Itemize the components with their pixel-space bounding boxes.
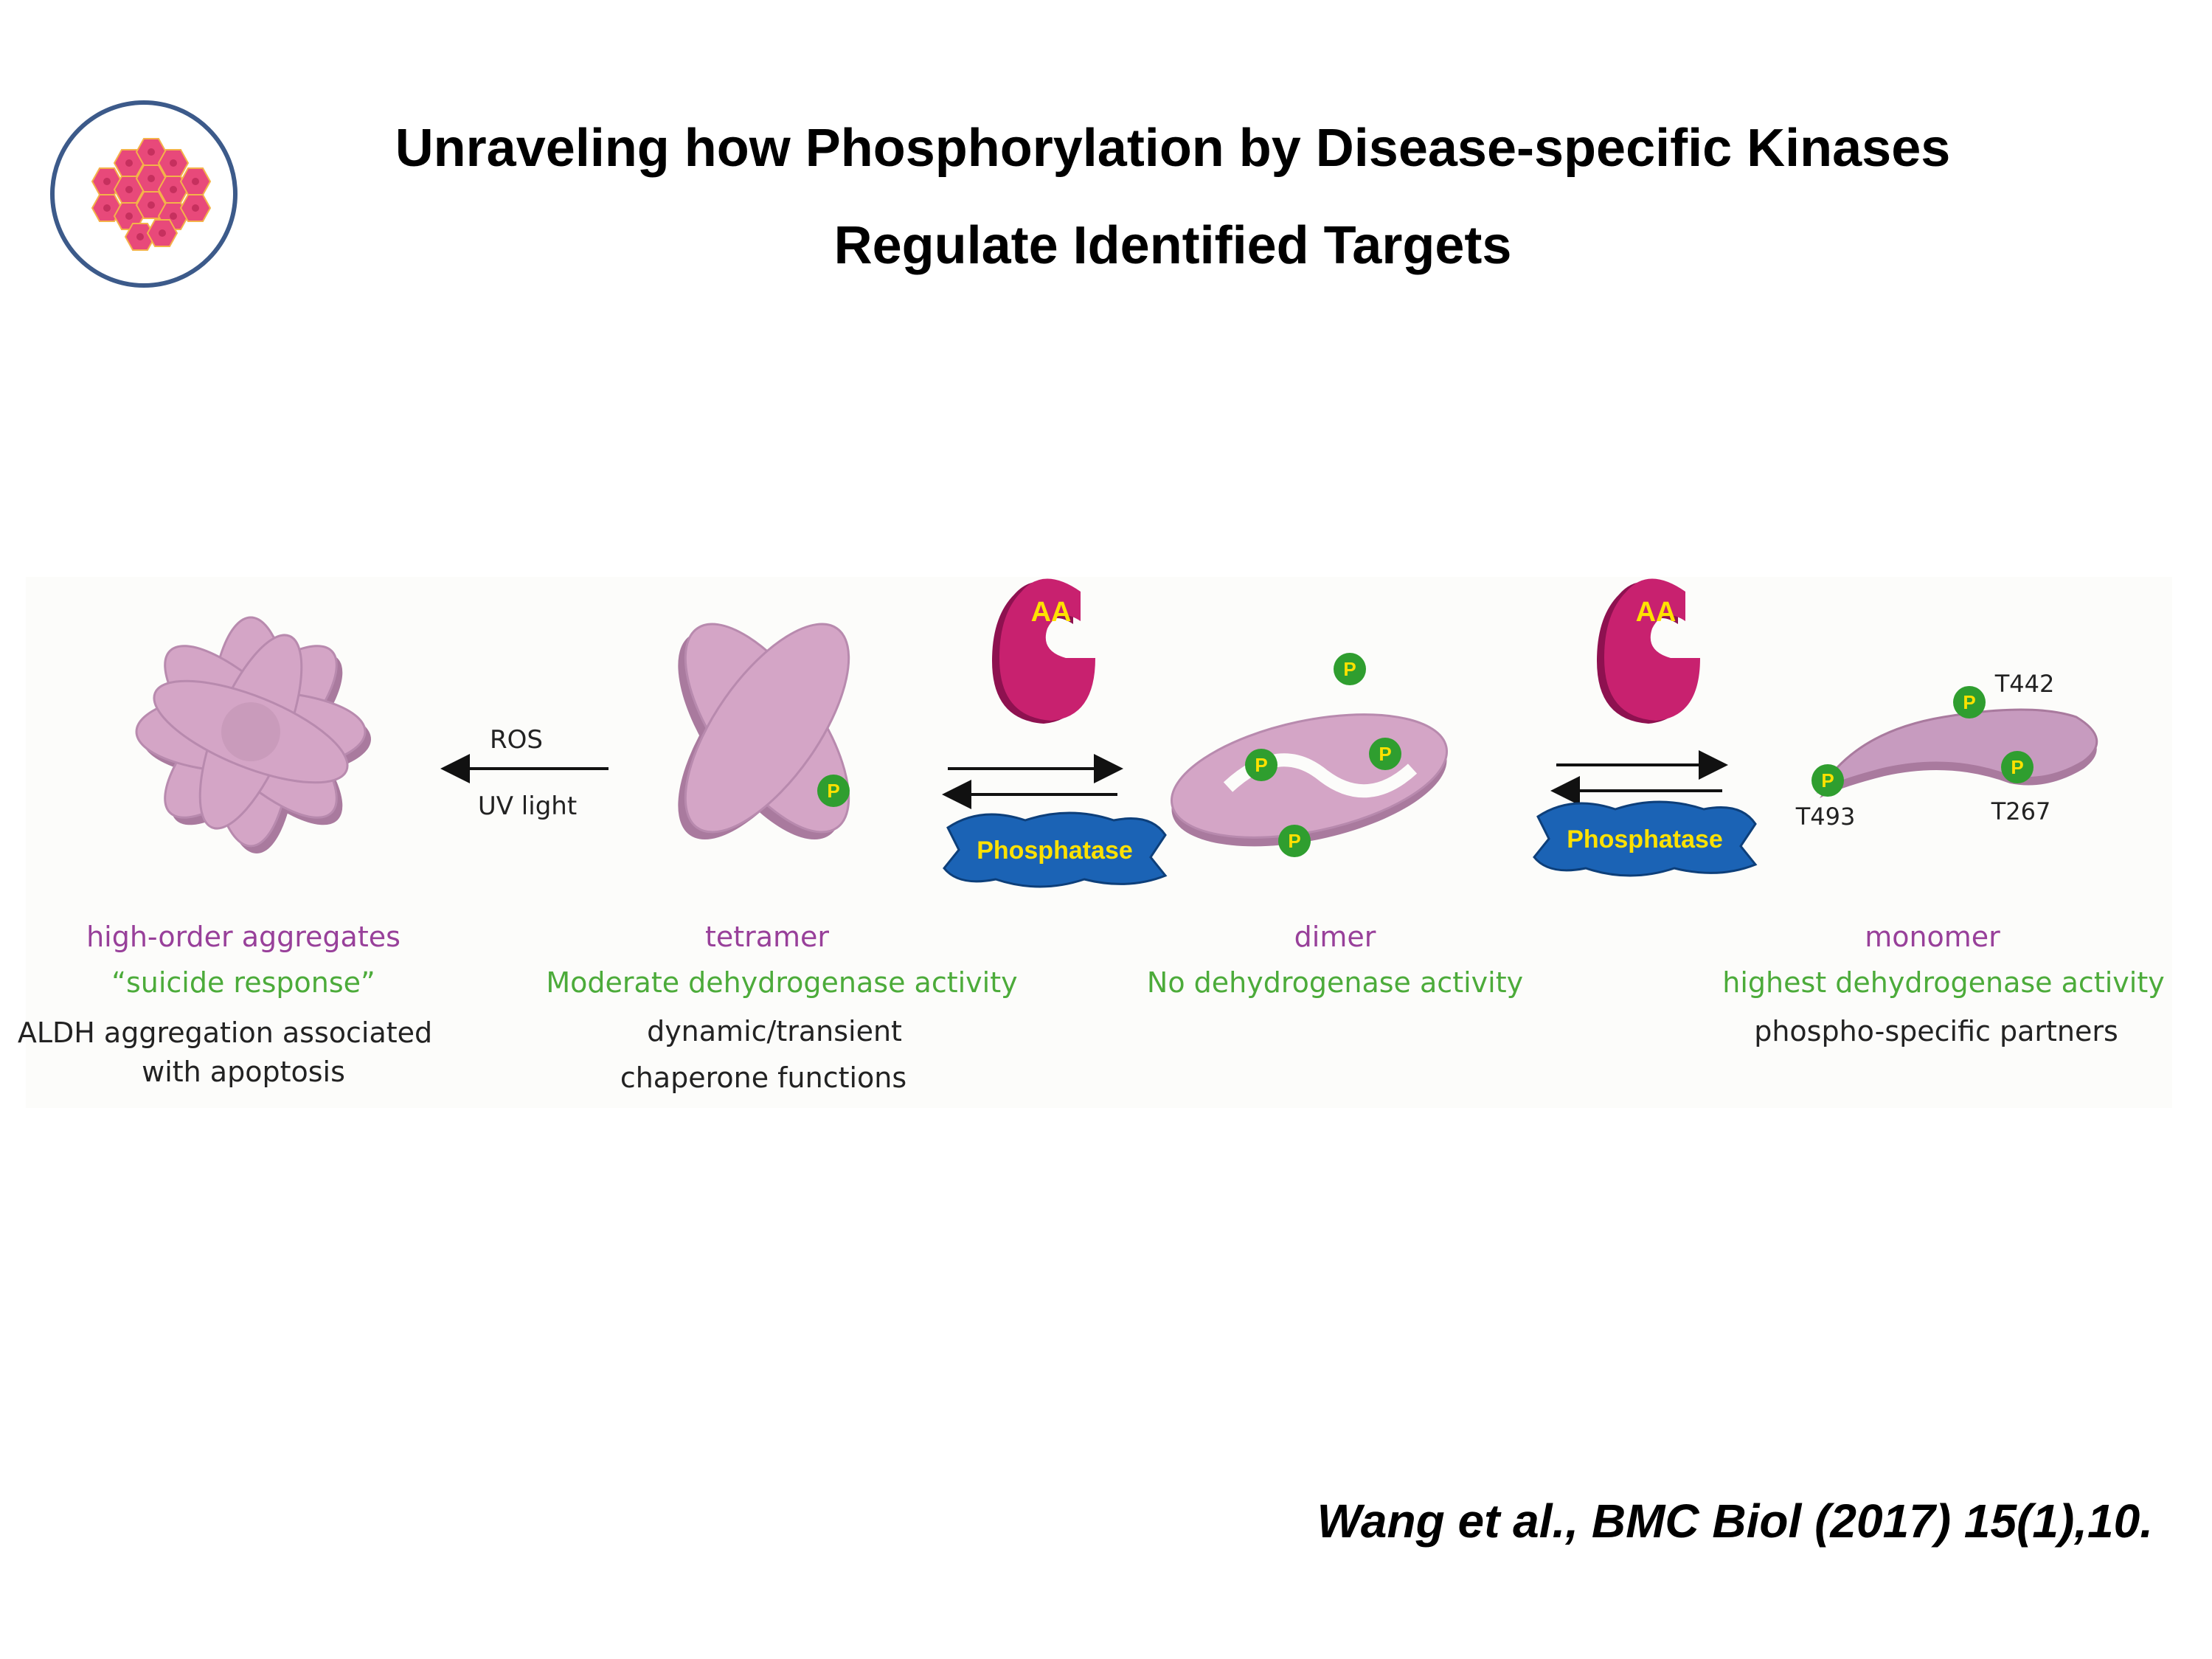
tetramer-desc-2: chaperone functions [620, 1061, 907, 1094]
svg-text:P: P [1343, 658, 1356, 680]
uv-light-label: UV light [477, 792, 578, 821]
phospho-badge-tetramer: P [817, 775, 850, 807]
svg-text:P: P [1288, 830, 1300, 852]
tetramer-activity: Moderate dehydrogenase activity [546, 966, 1018, 999]
phosphatase-1: Phosphatase [943, 811, 1168, 888]
cell-cluster-icon [50, 100, 238, 288]
phospho-badge-t442: P [1953, 686, 1986, 718]
page-title-line-2: Regulate Identified Targets [833, 216, 1512, 275]
aggregates-note: “suicide response” [111, 966, 375, 999]
high-order-aggregate-shape [135, 616, 371, 853]
svg-text:P: P [1963, 691, 1975, 713]
aldh-oligomer-diagram: P AA Phosphatase P P [18, 577, 2172, 1108]
site-t267-label: T267 [1991, 797, 2051, 825]
phospho-badge-dimer-left: P [1245, 749, 1277, 781]
dimer-name: dimer [1294, 921, 1376, 953]
aggregates-name: high-order aggregates [86, 921, 401, 953]
svg-text:AA: AA [1636, 597, 1677, 628]
phospho-badge-dimer-top: P [1334, 653, 1366, 685]
svg-text:P: P [1379, 743, 1391, 765]
phosphatase-2: Phosphatase [1533, 800, 1758, 877]
tetramer-desc-1: dynamic/transient [647, 1015, 902, 1047]
kinase-aa-2: AA [1597, 578, 1700, 724]
monomer-activity: highest dehydrogenase activity [1722, 966, 2165, 999]
diagram-canvas: P AA Phosphatase P P [135, 578, 2098, 888]
phospho-badge-dimer-bottom: P [1278, 825, 1311, 857]
monomer-shape [1816, 708, 2098, 798]
svg-text:P: P [1821, 769, 1834, 792]
page-title-line-1: Unraveling how Phosphorylation by Diseas… [395, 119, 1951, 178]
ros-label: ROS [490, 725, 543, 755]
monomer-name: monomer [1865, 921, 2000, 953]
svg-text:AA: AA [1031, 597, 1072, 628]
svg-text:Phosphatase: Phosphatase [1567, 825, 1723, 853]
svg-text:Phosphatase: Phosphatase [977, 837, 1133, 865]
svg-text:P: P [827, 780, 839, 802]
aggregates-desc-1: ALDH aggregation associated [17, 1016, 433, 1049]
svg-text:P: P [1255, 754, 1267, 776]
svg-text:P: P [2011, 756, 2023, 778]
aggregates-desc-2: with apoptosis [142, 1056, 345, 1088]
phospho-badge-dimer-right: P [1369, 738, 1401, 770]
site-t442-label: T442 [1994, 670, 2055, 698]
phospho-badge-t493: P [1811, 764, 1844, 797]
citation: Wang et al., BMC Biol (2017) 15(1),10. [1317, 1495, 2153, 1548]
tetramer-name: tetramer [704, 921, 830, 953]
tetramer-shape [678, 623, 850, 839]
monomer-desc: phospho-specific partners [1754, 1015, 2118, 1047]
dimer-activity: No dehydrogenase activity [1146, 966, 1524, 999]
phospho-badge-t267: P [2001, 751, 2034, 783]
site-t493-label: T493 [1795, 803, 1856, 831]
kinase-aa-1: AA [992, 578, 1095, 724]
